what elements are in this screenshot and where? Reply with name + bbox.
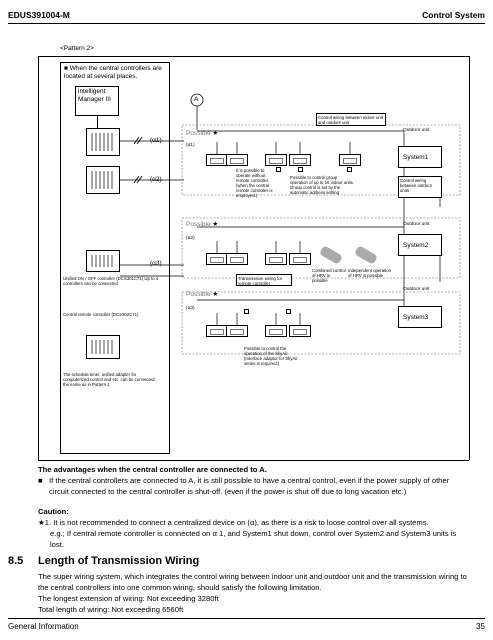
central-note: ■ When the central controllers are locat… xyxy=(64,65,162,80)
schedule-text: The schedule timer, unified adapter for … xyxy=(63,372,155,387)
caution-star1: ★1. It is not recommended to connect a c… xyxy=(38,518,429,527)
caution-eg: e.g.; If central remote controller is co… xyxy=(50,529,470,551)
system3-label: System3 xyxy=(403,314,429,321)
system3-box: System3 xyxy=(398,306,442,328)
indoor-unit xyxy=(339,154,361,166)
caution-eg-text: e.g.; If central remote controller is co… xyxy=(50,529,457,549)
im-label: intelligent Manager III xyxy=(78,88,111,103)
footer-left: General Information xyxy=(8,622,79,631)
combined-hrv-text: Combined control of HRV is possible xyxy=(312,268,346,283)
remote-controller-icon xyxy=(244,309,249,314)
figure-top-rule xyxy=(38,56,469,57)
point-a: A xyxy=(194,96,199,103)
indoor-unit xyxy=(206,253,228,265)
indoor-unit xyxy=(226,253,248,265)
alpha3-sub: (α3) xyxy=(186,306,195,311)
possible-2: Possible ★ xyxy=(186,221,219,228)
footer-rule xyxy=(8,618,485,619)
section-title: Control System xyxy=(422,10,485,20)
operate-without-text: It is possible to operate without remote… xyxy=(236,168,273,198)
central-remote-device xyxy=(86,335,120,359)
indoor-unit xyxy=(206,154,228,166)
system2-label: System2 xyxy=(403,242,429,249)
figure-left-rule xyxy=(38,56,39,460)
alpha1-label: (α1) xyxy=(150,137,162,144)
indoor-unit xyxy=(206,325,228,337)
indoor-unit xyxy=(226,154,248,166)
outdoor-unit-1: Outdoor unit xyxy=(403,128,430,133)
remote-controller-icon xyxy=(347,167,352,172)
page-number: 35 xyxy=(476,622,485,631)
section-heading: Length of Transmission Wiring xyxy=(38,555,200,567)
unified-controller xyxy=(86,250,120,272)
group-control-text: Possible to control group operation of u… xyxy=(290,175,355,195)
wiring-diagram: <Pattern 2> ■ When the central controlle… xyxy=(38,45,470,461)
im-box: intelligent Manager III xyxy=(75,86,119,116)
ctrl-wiring-between: Control wiring between outdoor units xyxy=(398,176,442,198)
left-panel xyxy=(60,62,170,454)
remote-controller-icon xyxy=(298,167,303,172)
im-link xyxy=(97,116,98,129)
figure-right-rule xyxy=(469,56,470,460)
outdoor-unit-2: Outdoor unit xyxy=(403,222,430,227)
indoor-unit xyxy=(226,325,248,337)
caution-title: Caution: xyxy=(38,507,69,516)
advantages-title: The advantages when the central controll… xyxy=(38,465,267,474)
im-device-1 xyxy=(86,128,120,156)
system1-box: System1 xyxy=(398,146,442,168)
alpha3-label: (α3) xyxy=(150,260,162,267)
indoor-unit xyxy=(289,253,311,265)
doc-id: EDUS391004-M xyxy=(8,10,70,20)
ctrl-wiring-label: Control wiring between indoor unit and o… xyxy=(316,113,386,126)
alpha2-sub: (α2) xyxy=(186,236,195,241)
advantages-text: If the central controllers are connected… xyxy=(49,476,450,496)
remote-controller-icon xyxy=(276,167,281,172)
section-para-1: The super wiring system, which integrate… xyxy=(38,572,467,592)
transmission-wiring-label: Transmission wiring for remote controlle… xyxy=(236,274,292,286)
unified-text: Unified ON / OFF controller (DCS301C71) … xyxy=(63,276,159,286)
outdoor-unit-3: Outdoor unit xyxy=(403,287,430,292)
skyair-text: Possible to control the operation of the… xyxy=(244,346,298,366)
section-para-3: Total length of wiring: Not exceeding 65… xyxy=(38,605,184,614)
advantages-bullet: ■ If the central controllers are connect… xyxy=(38,476,470,498)
indoor-unit xyxy=(265,154,287,166)
indoor-unit xyxy=(289,325,311,337)
central-remote-text: Central remote controller (DCS302C71) xyxy=(63,312,139,317)
alpha2-label: (α2) xyxy=(150,176,162,183)
indoor-unit xyxy=(265,253,287,265)
section-para-2: The longest extension of wiring: Not exc… xyxy=(38,594,219,603)
figure-bottom-rule xyxy=(38,460,469,461)
indoor-unit xyxy=(265,325,287,337)
possible-3: Possible ★ xyxy=(186,291,219,298)
im-device-2 xyxy=(86,166,120,194)
remote-controller-icon xyxy=(286,309,291,314)
section-number: 8.5 xyxy=(8,555,24,567)
system1-label: System1 xyxy=(403,154,429,161)
possible-1: Possible ★ xyxy=(186,130,219,137)
header-rule xyxy=(8,23,485,24)
independent-hrv-text: Independent operation of HRV is possible xyxy=(348,268,392,278)
system2-box: System2 xyxy=(398,234,442,256)
alpha1-sub: (α1) xyxy=(186,143,195,148)
indoor-unit xyxy=(289,154,311,166)
wiring-lines xyxy=(120,93,461,355)
pattern-label: <Pattern 2> xyxy=(60,45,94,52)
central-note-text: When the central controllers are located… xyxy=(64,65,162,80)
